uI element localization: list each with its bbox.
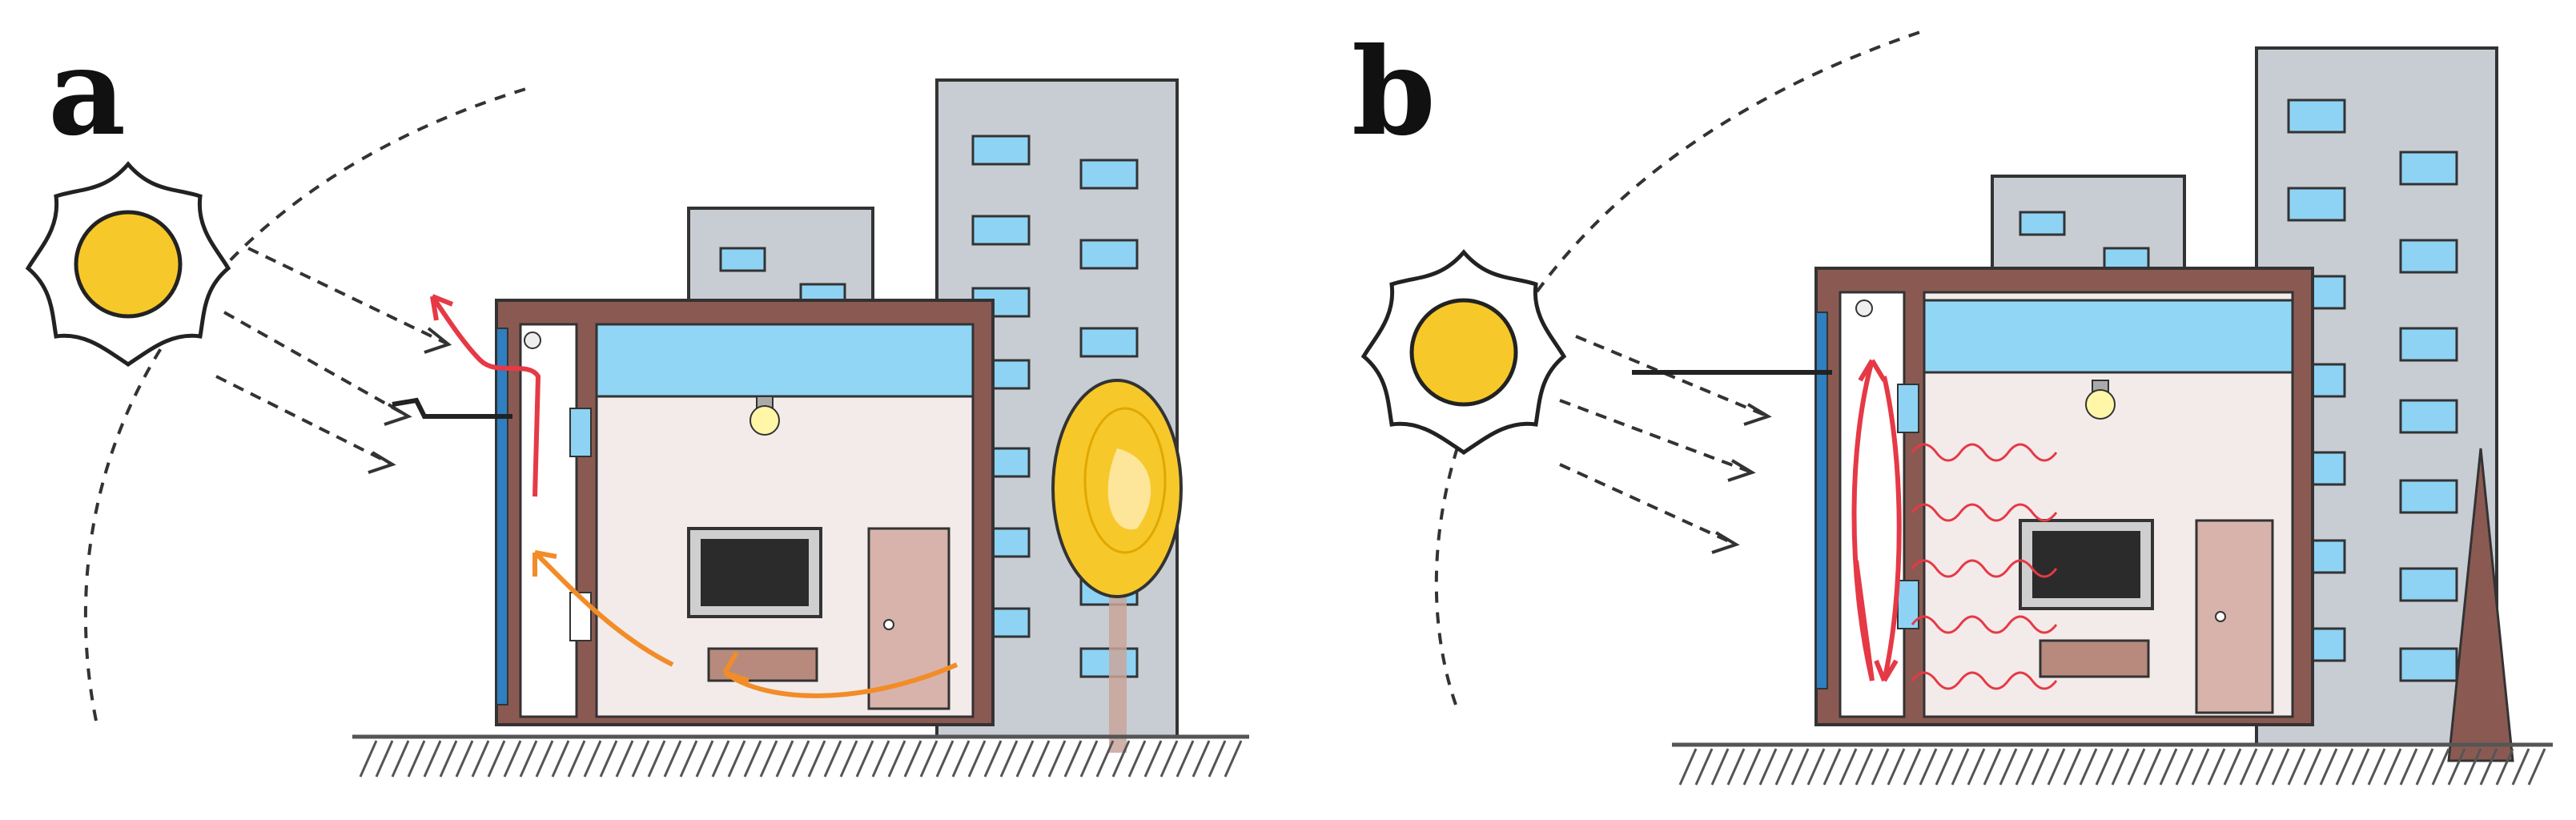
tree-icon xyxy=(1051,379,1183,753)
scene-a xyxy=(25,78,1249,778)
sun-icon xyxy=(25,161,231,368)
sun-icon xyxy=(1360,249,1567,456)
light-bulb-icon xyxy=(2085,380,2116,420)
light-bulb-icon xyxy=(749,396,780,436)
cool-air-flow xyxy=(532,550,958,698)
hot-air-flow xyxy=(430,294,541,497)
panel-label: a xyxy=(48,22,127,163)
radiant-heat-waves xyxy=(1911,443,2058,690)
door-icon xyxy=(2195,519,2274,714)
television-icon xyxy=(2019,519,2154,678)
sun-rays xyxy=(215,247,449,466)
sun-rays xyxy=(1559,335,1769,546)
ground xyxy=(352,734,1249,778)
tree-icon xyxy=(2447,448,2514,762)
ground xyxy=(1672,742,2553,786)
hot-air-flow xyxy=(1851,359,1902,682)
scene-b xyxy=(1360,30,2553,786)
sun-path-arc xyxy=(83,86,529,722)
panel-label: b xyxy=(1352,22,1436,163)
panel-a: a xyxy=(25,22,1249,778)
panel-b: b xyxy=(1288,0,2575,820)
door-icon xyxy=(867,527,950,710)
television-icon xyxy=(687,527,822,682)
